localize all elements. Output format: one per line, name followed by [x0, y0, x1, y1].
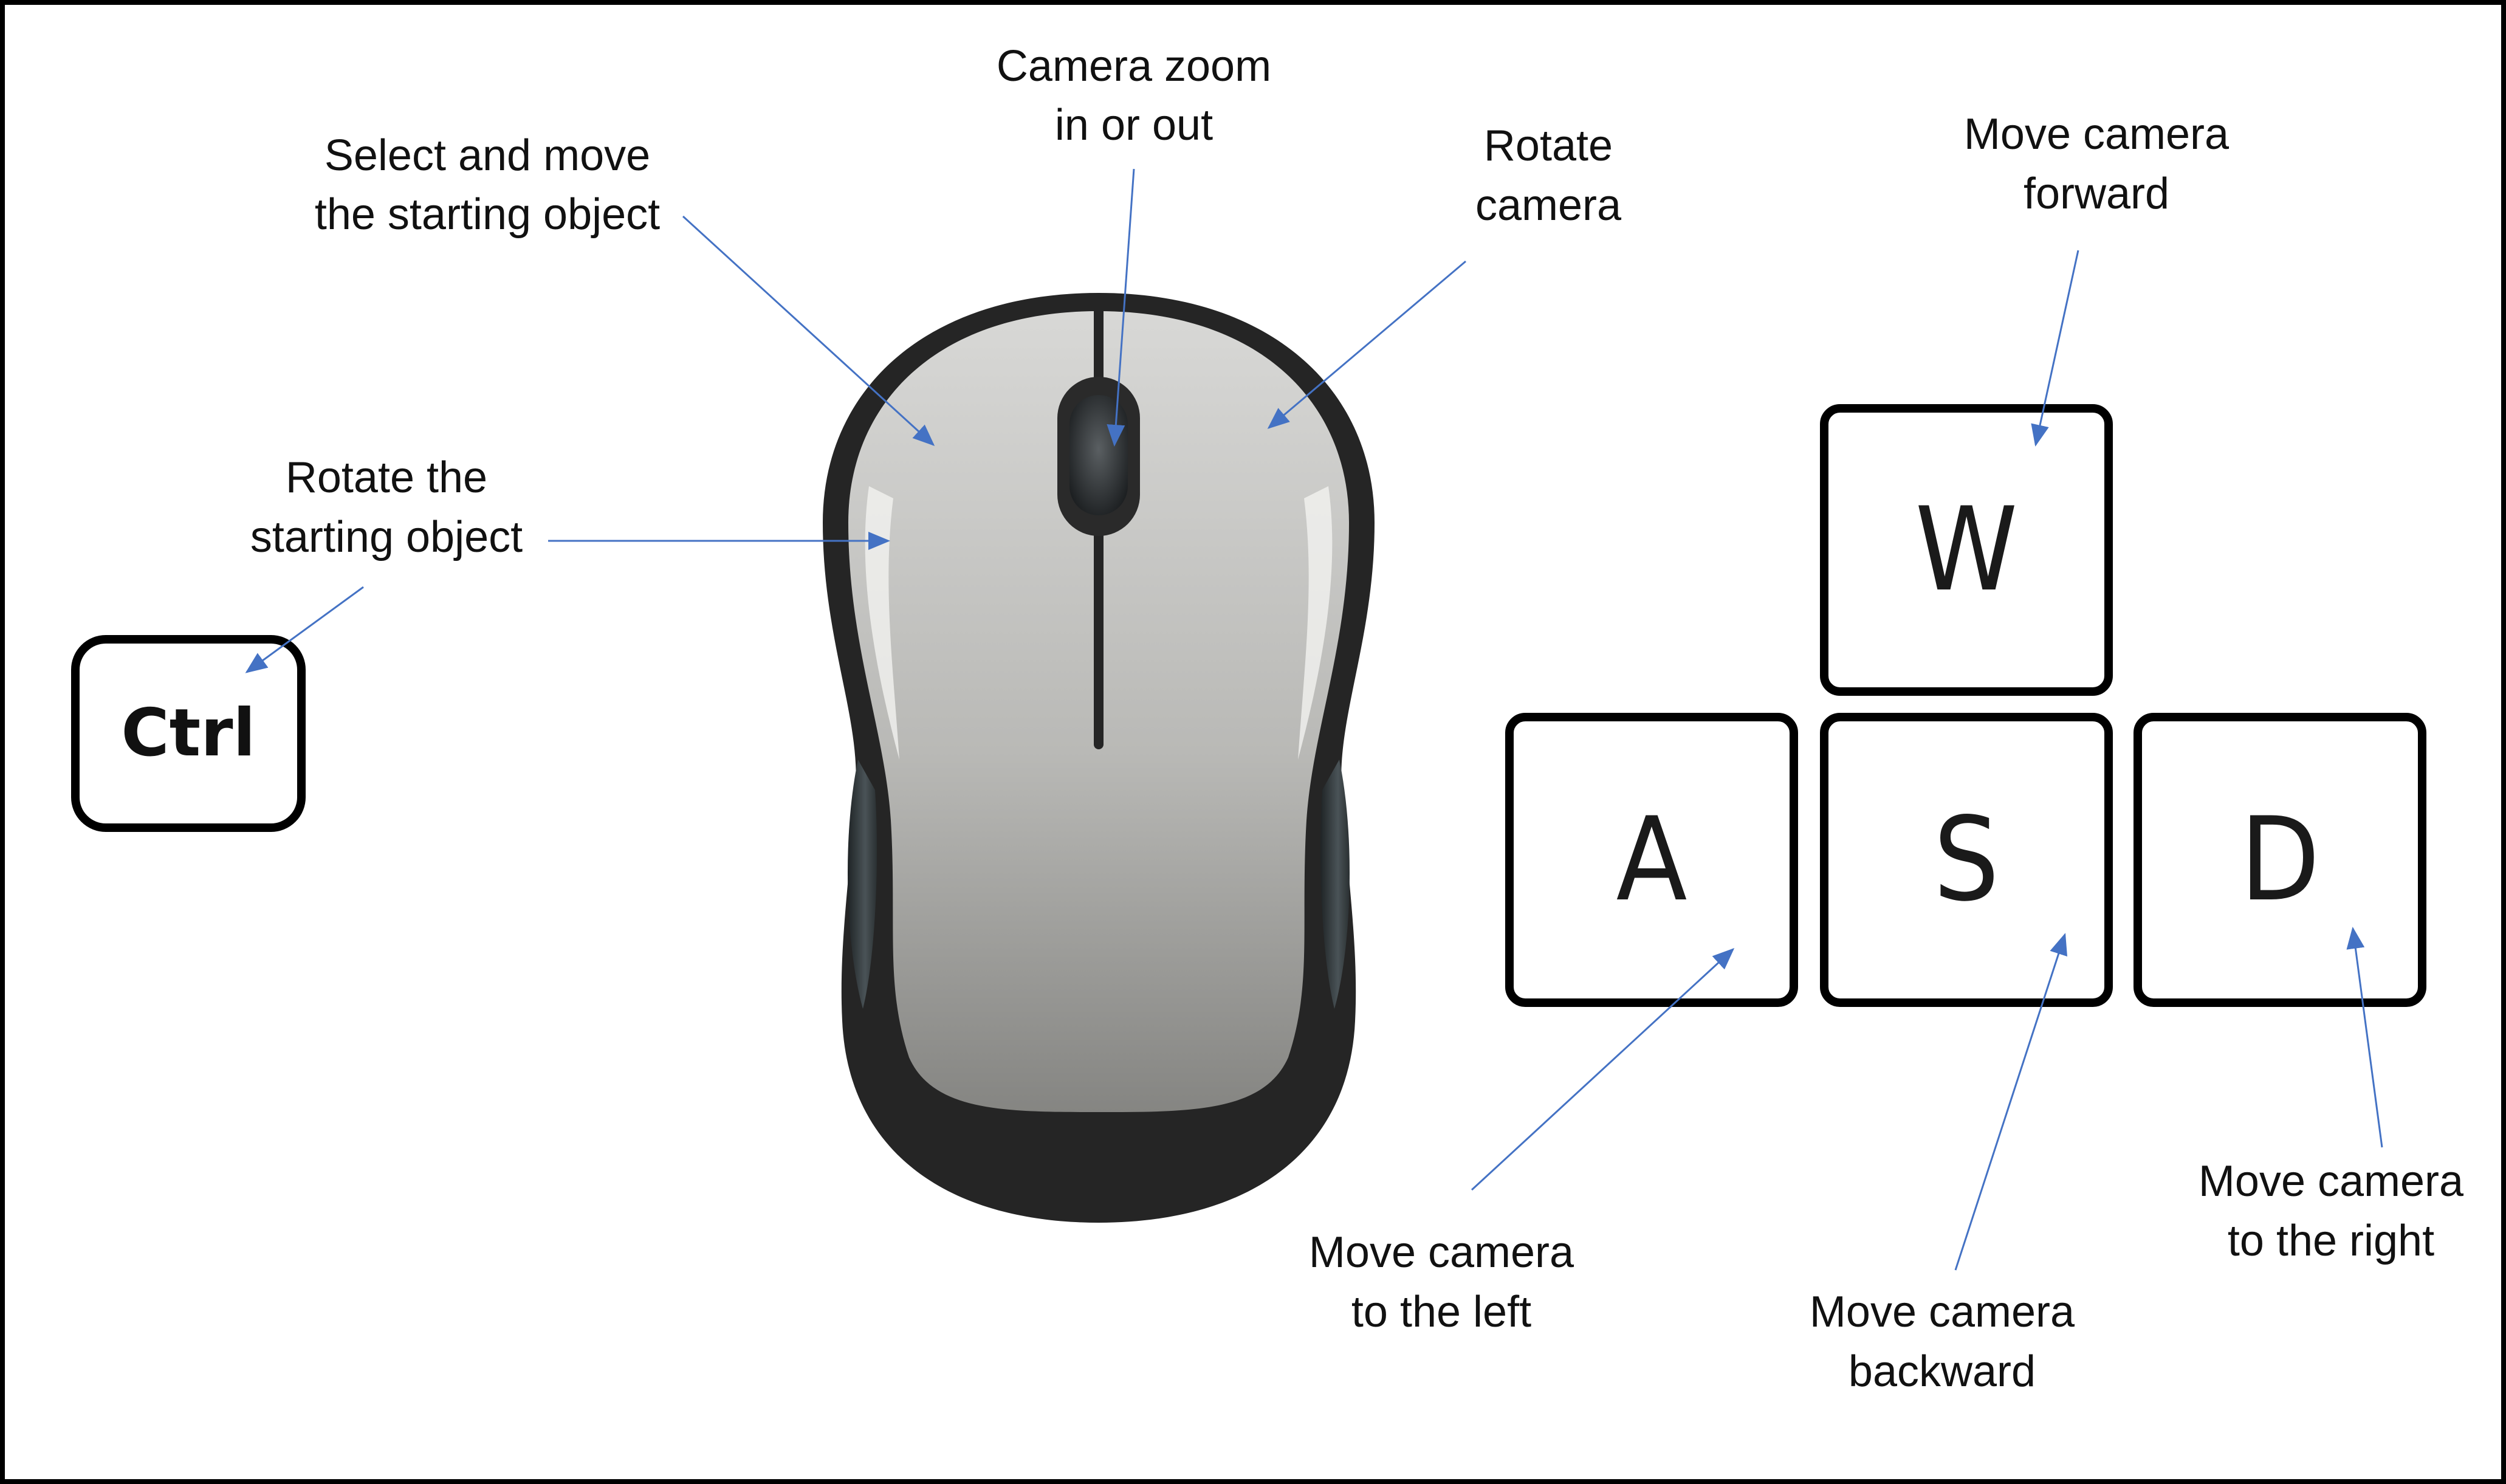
w-key: W — [1820, 404, 2113, 696]
ctrl-key-label: Ctrl — [121, 695, 255, 771]
ctrl-key-icon: Ctrl — [71, 635, 306, 832]
label-move-right-line1: Move camera — [2199, 1157, 2464, 1206]
a-key-label: A — [1616, 792, 1687, 927]
wasd-keys-icon: W A S D — [1505, 404, 2426, 1007]
label-rotate-camera: Rotate camera — [1475, 122, 1622, 230]
arrow-ctrl — [245, 586, 364, 673]
arrow-camera-zoom — [1107, 168, 1135, 447]
label-move-backward: Move camera backward — [1810, 1288, 2075, 1396]
label-select-move-line2: the starting object — [315, 190, 660, 239]
label-move-right: Move camera to the right — [2199, 1157, 2464, 1265]
label-move-forward-line2: forward — [2024, 170, 2169, 218]
label-move-left: Move camera to the left — [1309, 1228, 1574, 1336]
label-rotate-camera-line2: camera — [1475, 181, 1622, 230]
label-move-left-line2: to the left — [1351, 1288, 1531, 1336]
s-key: S — [1820, 713, 2113, 1007]
label-move-left-line1: Move camera — [1309, 1228, 1574, 1277]
label-select-move: Select and move the starting object — [315, 131, 660, 239]
label-rotate-object-line1: Rotate the — [286, 453, 487, 502]
s-key-label: S — [1934, 792, 2000, 927]
annotation-arrows — [245, 168, 2383, 1271]
label-camera-zoom-line2: in or out — [1055, 101, 1213, 149]
arrow-move-right — [2346, 927, 2383, 1148]
label-camera-zoom: Camera zoom in or out — [997, 42, 1271, 149]
arrow-move-backward — [1954, 933, 2068, 1271]
d-key-label: D — [2240, 792, 2320, 927]
w-key-label: W — [1915, 483, 2017, 617]
label-move-forward-line1: Move camera — [1964, 110, 2230, 159]
a-key: A — [1505, 713, 1798, 1007]
label-move-right-line2: to the right — [2228, 1217, 2434, 1265]
arrow-select-move — [682, 215, 935, 447]
arrow-rotate-camera — [1267, 260, 1466, 429]
right-grip — [1320, 760, 1350, 1009]
label-select-move-line1: Select and move — [324, 131, 650, 180]
label-rotate-object-line2: starting object — [250, 513, 523, 562]
label-rotate-object: Rotate the starting object — [250, 453, 523, 562]
arrow-move-forward — [2031, 250, 2079, 447]
left-grip — [847, 760, 877, 1009]
label-move-backward-line1: Move camera — [1810, 1288, 2075, 1336]
label-move-backward-line2: backward — [1849, 1347, 2036, 1396]
d-key: D — [2134, 713, 2426, 1007]
label-rotate-camera-line1: Rotate — [1484, 122, 1613, 170]
computer-mouse-icon — [823, 293, 1375, 1223]
label-camera-zoom-line1: Camera zoom — [997, 42, 1271, 91]
arrow-move-left — [1471, 947, 1735, 1191]
label-move-forward: Move camera forward — [1964, 110, 2230, 218]
